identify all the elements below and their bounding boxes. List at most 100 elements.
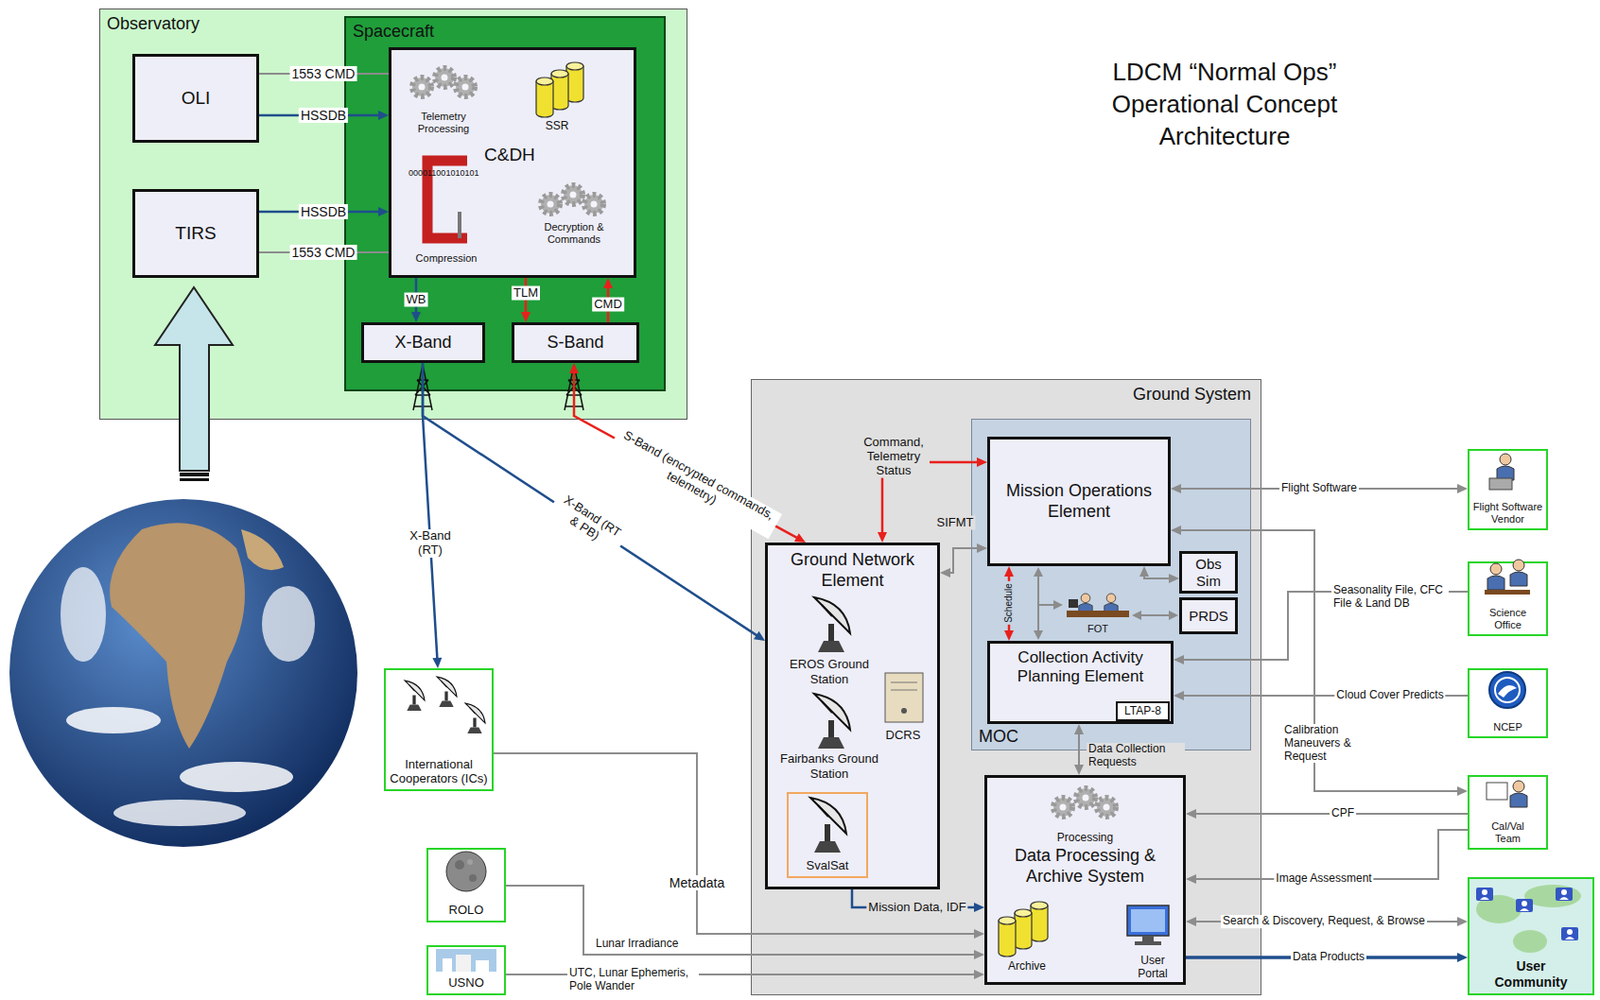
icon-part [412, 68, 475, 97]
icon-part [1053, 600, 1063, 610]
icon-part [1014, 909, 1032, 950]
node-text: Processing [1025, 831, 1146, 845]
icon-part [179, 762, 294, 793]
icon-part [1104, 593, 1118, 615]
earth-globe [9, 499, 358, 848]
icon-part [66, 707, 161, 734]
connector [1139, 566, 1180, 584]
calval-icon [1486, 781, 1528, 808]
node-text: EROS Ground Station [772, 657, 887, 687]
node-text: Ground Network Element [769, 550, 936, 592]
arrow-head [1004, 566, 1014, 577]
station-box: SvalSat [786, 792, 869, 879]
arrow-head [939, 568, 951, 578]
icon-part [179, 472, 209, 477]
cdh-box: Telemetry ProcessingSSRC&DH0000110010101… [388, 47, 637, 279]
arrow-head [753, 631, 766, 642]
edge-label: TLM [511, 286, 540, 301]
edge-label: Flight Software [1279, 482, 1359, 496]
arrow-head [603, 278, 613, 289]
edge-label: WB [404, 293, 429, 308]
connector [1074, 724, 1084, 776]
connector-line [1144, 573, 1173, 579]
node-text: C&DH [484, 144, 536, 167]
node-text: International Cooperators (ICs) [389, 757, 488, 787]
arrow-head [973, 970, 985, 980]
node-text: Decryption & Commands [521, 221, 627, 246]
node-text: User Community [1483, 958, 1579, 992]
external-box: Flight Software Vendor [1467, 449, 1548, 531]
connector [422, 363, 442, 669]
icon-part [261, 586, 315, 662]
node-text: TIRS [174, 223, 216, 245]
icon-part [810, 798, 847, 853]
icon-part [475, 960, 489, 973]
edge-label: Lunar Irradiance [593, 938, 680, 952]
icon-part [1515, 899, 1533, 913]
ground-system-panel: Ground SystemMOCMission Operations Eleme… [750, 379, 1262, 996]
decryption-gears [540, 185, 604, 214]
arrow-head [411, 312, 421, 323]
connector-line [573, 369, 800, 540]
vendor-icon [1489, 453, 1514, 490]
icon-part [540, 185, 604, 214]
node-text: MOC [978, 727, 1019, 748]
arrow-head [1170, 484, 1182, 494]
telemetry-gears [412, 68, 475, 97]
node-text: User Portal [1129, 954, 1177, 982]
edge-label: S-Band (encrypted commands, telemetry) [608, 425, 783, 540]
external-box: Science Office [1467, 561, 1548, 637]
radio-box: X-Band [361, 322, 486, 364]
connector [493, 753, 985, 940]
ncep-logo [1489, 672, 1526, 709]
spacecraft-panel: SpacecraftTelemetry ProcessingSSRC&DH000… [344, 16, 666, 392]
arrow-head [973, 950, 985, 960]
moon-icon [446, 852, 487, 892]
icon-part [1053, 788, 1116, 818]
arrow-head [1185, 809, 1197, 819]
external-box: ROLO [426, 848, 506, 923]
tag-box: LTAP-8 [1115, 701, 1170, 722]
node-text: S-Band [546, 332, 604, 354]
icon-part [1497, 685, 1517, 698]
arrow-head [432, 658, 442, 669]
connector [521, 278, 531, 323]
connector-line [505, 886, 978, 956]
arrow-head [1185, 917, 1197, 927]
science-icon [1484, 559, 1531, 595]
connector [1170, 525, 1468, 797]
arrow-head [973, 903, 985, 913]
icon-part [413, 365, 433, 411]
dcrs-server [885, 673, 923, 723]
icon-part [1476, 887, 1494, 902]
edge-label: Mission Data, IDF [866, 901, 968, 916]
edge-label: UTC, Lunar Ephemeris, Pole Wander [567, 967, 699, 994]
node-text: 000011001010101 [408, 168, 479, 179]
icon-part [1513, 930, 1548, 954]
node-text: Fairbanks Ground Station [772, 751, 887, 782]
icon-part [814, 597, 851, 653]
fot-team [1066, 593, 1130, 618]
ic-dishes [404, 677, 486, 734]
icon-part [457, 211, 462, 239]
arrow-head [1074, 724, 1084, 735]
edge-label: Data Collection Requests [1086, 743, 1185, 770]
icon-part [1078, 593, 1093, 615]
diagram-title: LDCM “Normal Ops” Operational Concept Ar… [1087, 56, 1362, 153]
edge-label: Search & Discovery, Request, & Browse [1220, 915, 1427, 929]
icon-part [1130, 909, 1166, 933]
icon-part [179, 478, 209, 482]
connector [1004, 566, 1014, 642]
edge-label: Image Assessment [1273, 872, 1374, 887]
connector [505, 886, 985, 960]
connector-line [1078, 730, 1080, 769]
node-text: PRDS [1188, 608, 1229, 626]
icon-part [564, 365, 584, 411]
node-text: Data Processing & Archive System [987, 846, 1183, 887]
figure-label: FOT [1087, 623, 1109, 636]
arrow-head [1004, 630, 1014, 642]
edge-label: Metadata [667, 875, 727, 891]
icon-part [1555, 887, 1573, 902]
icon-part [1476, 895, 1522, 924]
